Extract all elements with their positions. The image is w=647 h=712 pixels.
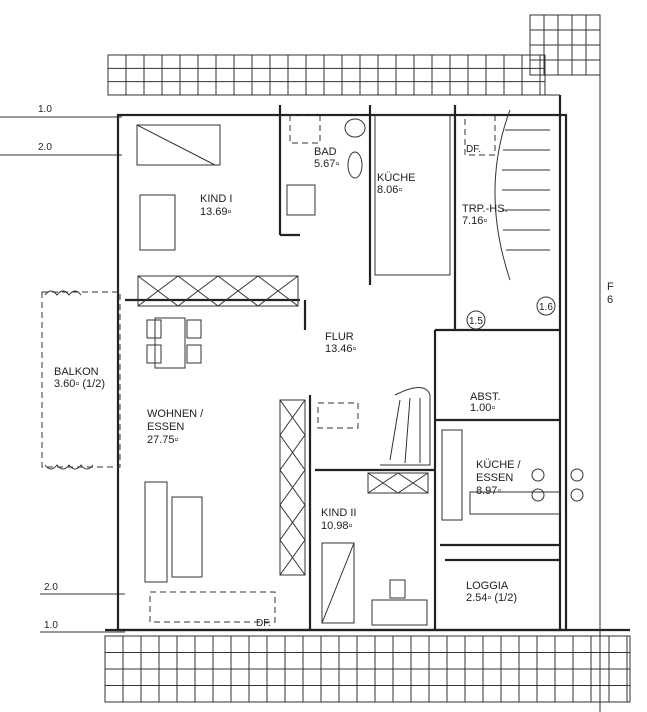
room-kind-1: KIND I13.69▫ xyxy=(200,193,232,218)
room-treppenhaus: TRP.-HS.7.16▫ xyxy=(462,203,508,227)
room-area: 2.54▫ (1/2) xyxy=(466,592,517,604)
marker-1-6: 1.6 xyxy=(536,296,556,316)
level-line-1-0-top: 1.0 xyxy=(0,104,122,118)
df-label: DF. xyxy=(256,618,271,629)
wardrobe-wohnen xyxy=(279,399,306,576)
staircase-main xyxy=(494,109,550,281)
wardrobe-kind1 xyxy=(137,275,299,307)
balcony xyxy=(41,290,121,470)
level-line-2-0-bottom: 2.0 xyxy=(40,582,125,595)
edge-letter: 6 xyxy=(607,294,613,306)
room-name: ESSEN xyxy=(147,421,184,433)
edge-letter: F xyxy=(607,281,614,293)
room-name: ESSEN xyxy=(476,472,513,484)
room-name: WOHNEN / xyxy=(147,408,204,420)
room-name: LOGGIA xyxy=(466,580,509,592)
room-area: 27.75▫ xyxy=(147,434,179,446)
marker-label: 1.6 xyxy=(539,302,553,313)
room-name: KIND II xyxy=(321,507,356,519)
level-line-1-0-bottom: 1.0 xyxy=(40,620,125,633)
room-area: 3.60▫ (1/2) xyxy=(54,378,105,390)
room-area: 10.98▫ xyxy=(321,520,353,532)
room-area: 13.69▫ xyxy=(200,206,232,218)
room-area: 13.46▫ xyxy=(325,343,357,355)
room-name: KÜCHE / xyxy=(476,459,522,471)
room-name: KÜCHE xyxy=(377,172,416,184)
room-name: BAD xyxy=(314,146,337,158)
room-name: ABST. xyxy=(470,391,501,403)
furniture xyxy=(136,114,584,626)
marker-label: 1.5 xyxy=(469,316,483,327)
room-name: FLUR xyxy=(325,331,354,343)
level-label: 1.0 xyxy=(38,104,52,115)
room-area: 1.00▫ xyxy=(470,402,495,414)
room-area: 5.67▫ xyxy=(314,158,339,170)
room-name: BALKON xyxy=(54,366,99,378)
room-area: 8.06▫ xyxy=(377,184,402,196)
neighbor-edge: F 6 xyxy=(599,15,614,712)
room-name: KIND I xyxy=(200,193,232,205)
df-label: DF. xyxy=(466,144,481,155)
wardrobe-kind2 xyxy=(367,472,429,494)
walls xyxy=(105,94,630,632)
room-name: TRP.-HS. xyxy=(462,203,508,215)
level-label: 1.0 xyxy=(44,620,58,631)
level-label: 2.0 xyxy=(38,142,52,153)
room-area: 7.16▫ xyxy=(462,215,487,227)
roof-hatch-top xyxy=(107,14,601,96)
room-area: 8.97▫ xyxy=(476,485,501,497)
room-abstell: ABST.1.00▫ xyxy=(470,391,501,414)
marker-1-5: 1.5 xyxy=(466,310,486,330)
level-label: 2.0 xyxy=(44,582,58,593)
level-line-2-0-top: 2.0 xyxy=(0,142,122,156)
roof-hatch-bottom xyxy=(104,635,631,703)
staircase-flur xyxy=(317,387,431,466)
